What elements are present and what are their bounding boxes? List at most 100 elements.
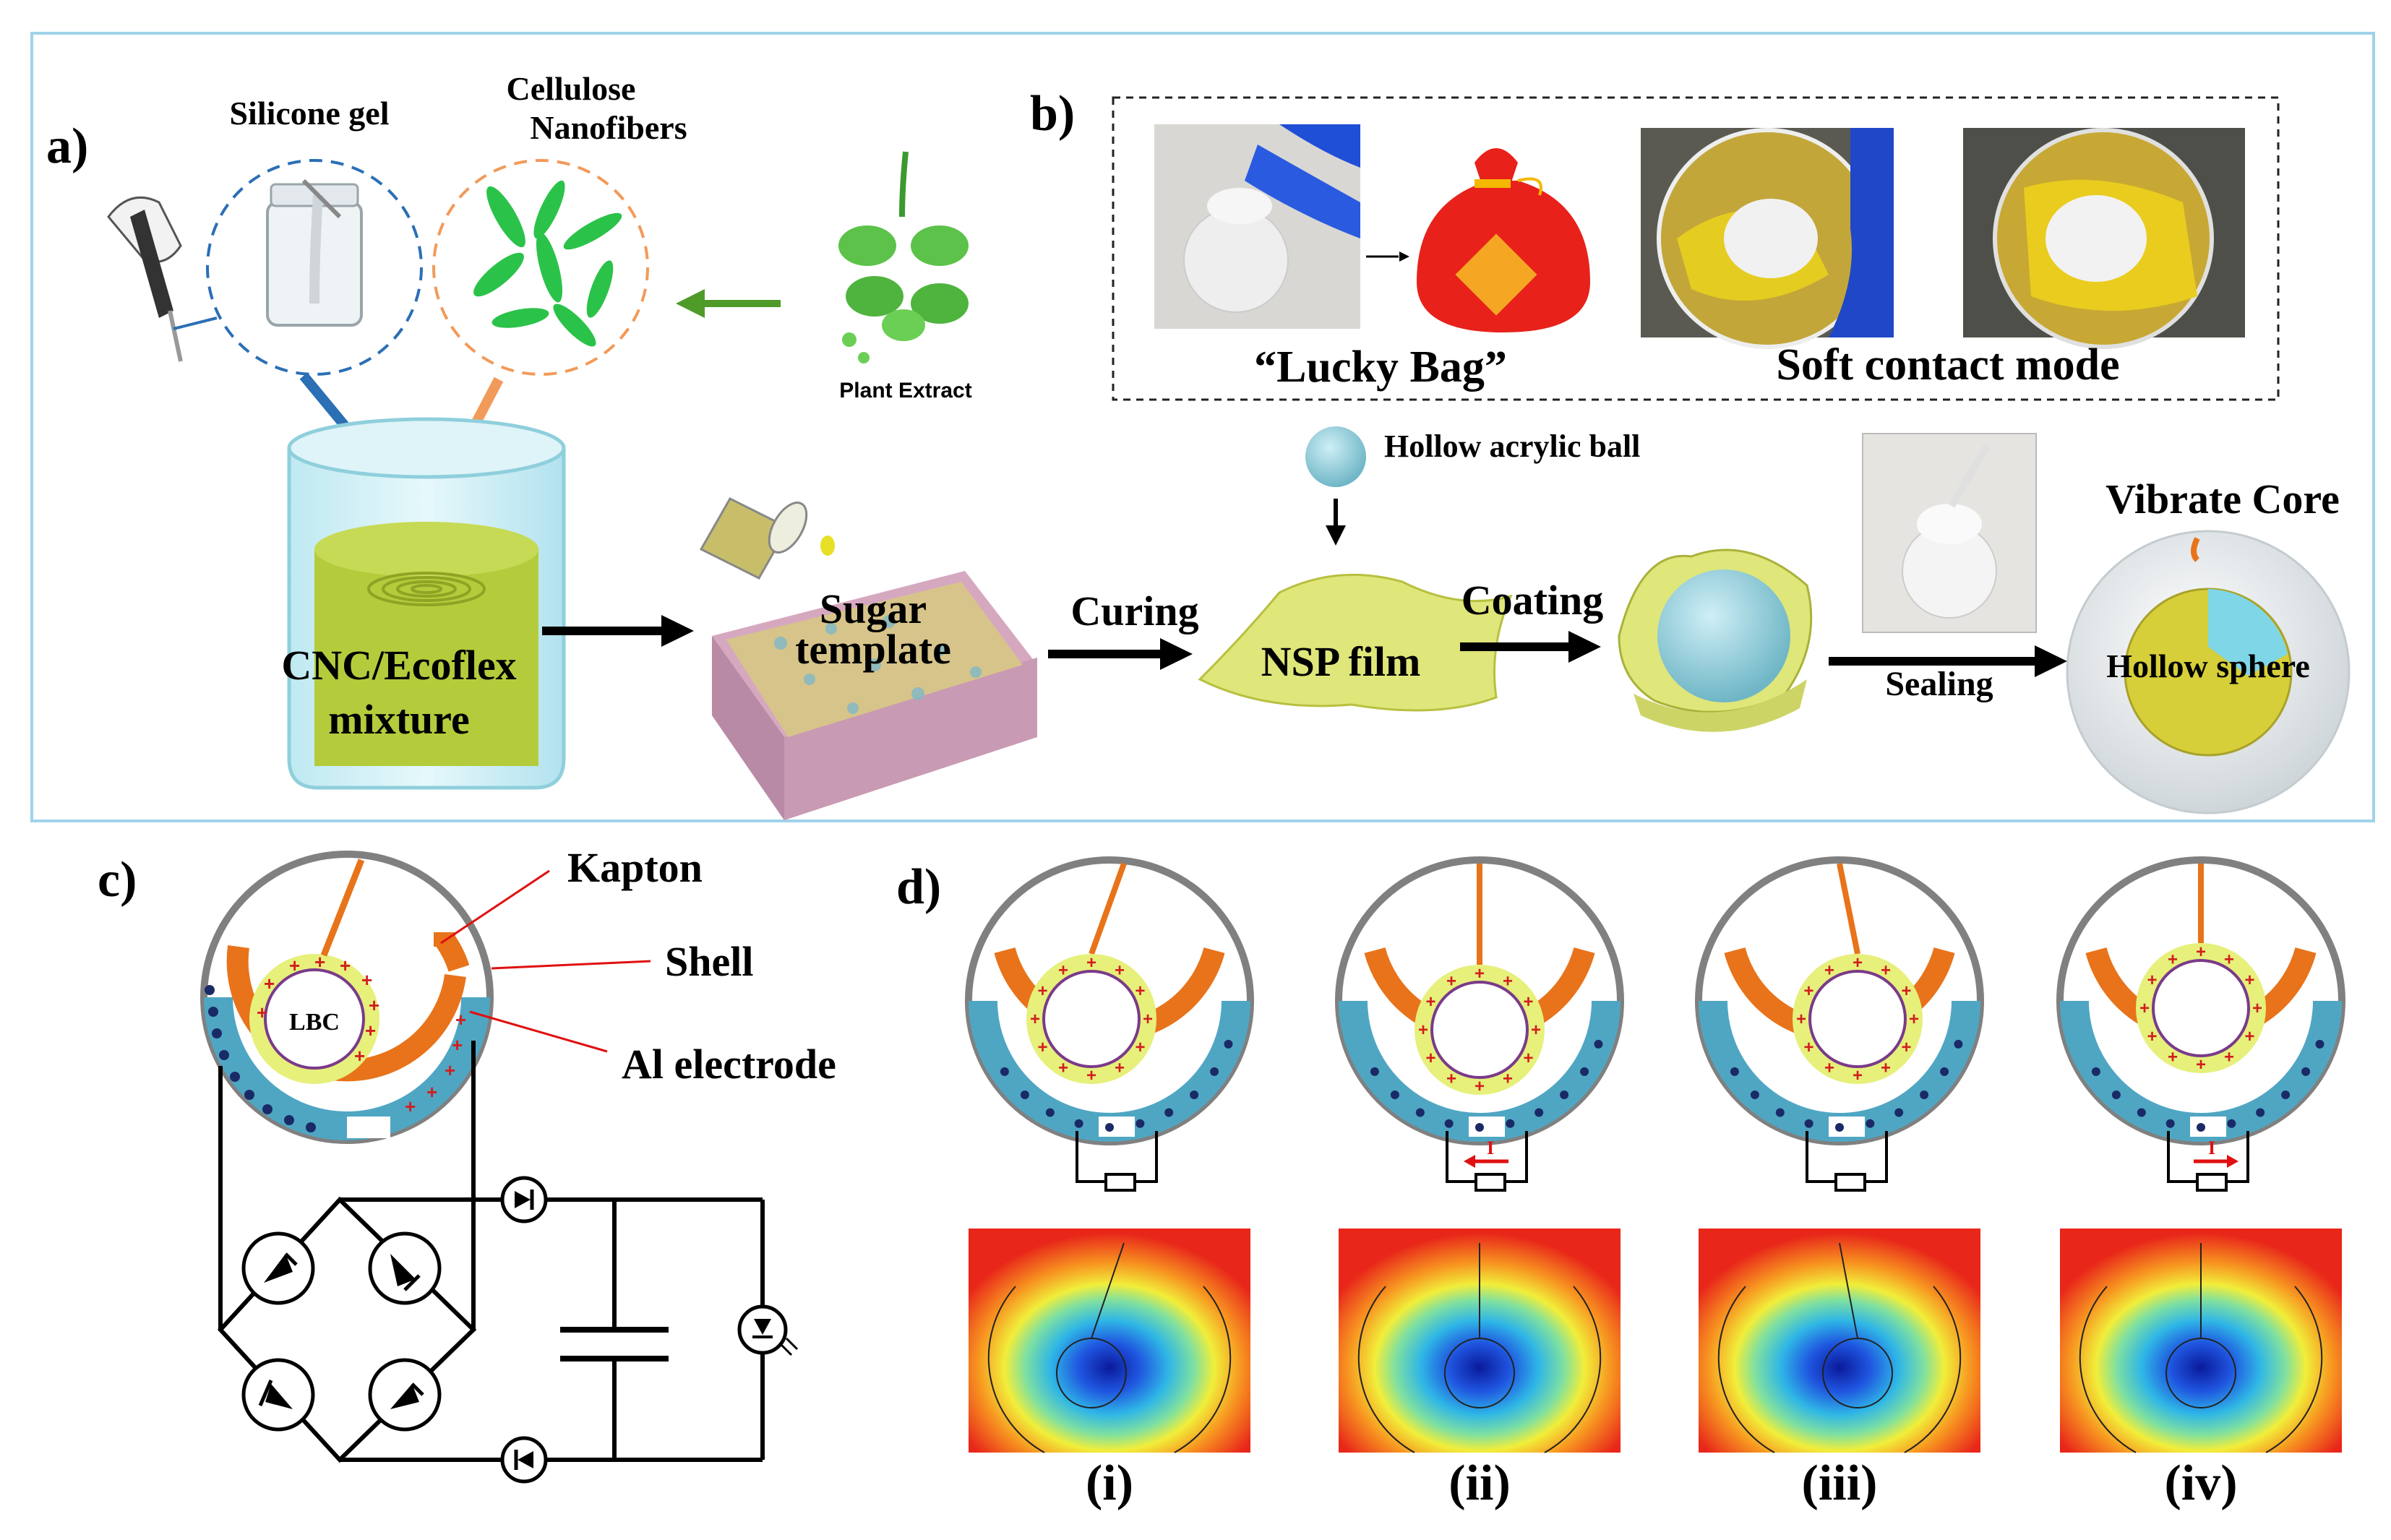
nsp-film-shape (1198, 573, 1513, 712)
device-state-3: ++++++++++++ (1695, 856, 1984, 1453)
svg-text:+: + (365, 1020, 376, 1041)
svg-text:+: + (257, 1002, 267, 1023)
svg-text:+: + (2196, 1055, 2206, 1075)
svg-text:+: + (354, 1045, 365, 1067)
shell-label: Shell (665, 938, 754, 985)
electrode-pointer (469, 1010, 608, 1053)
svg-text:+: + (1474, 964, 1485, 984)
kapton-pointer (440, 869, 550, 945)
coating-label: Coating (1461, 577, 1604, 624)
svg-text:+: + (1853, 953, 1863, 973)
silicone-jar-icon (266, 178, 363, 327)
svg-text:+: + (1909, 1010, 1919, 1029)
svg-text:+: + (1418, 1020, 1428, 1040)
current-label: I (2208, 1137, 2215, 1158)
sugar-label-line2: template (795, 626, 951, 673)
svg-text:+: + (1425, 992, 1435, 1012)
mixture-label-line1: CNC/Ecoflex (281, 642, 516, 689)
hollow-sphere-label: Hollow sphere (2106, 648, 2310, 684)
device-state-1: ++++++++++++ (965, 856, 1254, 1453)
svg-text:+: + (1902, 1038, 1912, 1057)
svg-text:+: + (2224, 1048, 2234, 1067)
svg-text:+: + (1115, 1059, 1125, 1078)
lbc-label: LBC (289, 1009, 340, 1036)
svg-text:+: + (405, 1096, 416, 1117)
svg-text:+: + (2168, 950, 2178, 969)
panel-ab-frame (30, 32, 2375, 822)
plant-extract-icon (838, 151, 969, 364)
plant-extract-label: Plant Extract (839, 379, 971, 403)
svg-text:+: + (445, 1059, 455, 1081)
svg-text:+: + (2147, 1027, 2157, 1046)
cellulose-label-line1: Cellulose (507, 70, 636, 107)
cellulose-fibers-icon (473, 180, 622, 347)
acrylic-ball-icon (1305, 426, 1366, 487)
lucky-bag-label: “Lucky Bag” (1254, 343, 1507, 392)
svg-text:+: + (1881, 1059, 1891, 1078)
svg-text:+: + (1086, 1066, 1096, 1085)
panel-b-box (1112, 96, 2280, 401)
svg-text:+: + (1446, 1070, 1456, 1089)
svg-text:+: + (1881, 960, 1891, 980)
panel-d-states: ++++++++++++++++++++++++I+++++++++++++++… (965, 856, 2345, 1453)
svg-text:+: + (1531, 1020, 1541, 1040)
svg-text:+: + (1503, 1070, 1513, 1089)
potential-map-1 (969, 1229, 1250, 1453)
sugar-label-line1: Sugar (820, 585, 927, 632)
svg-text:+: + (426, 1081, 437, 1103)
svg-text:+: + (1524, 1049, 1534, 1068)
lucky-bag-icon (1417, 148, 1590, 332)
device-state-2: ++++++++++++I (1335, 856, 1624, 1453)
state-label-ii: (ii) (1448, 1455, 1511, 1511)
svg-text:+: + (2252, 999, 2262, 1018)
svg-text:+: + (1803, 981, 1813, 1001)
hollow-ball-label: Hollow acrylic ball (1384, 429, 1640, 464)
svg-text:+: + (1902, 981, 1912, 1001)
svg-text:+: + (340, 955, 351, 976)
vibrate-core-label: Vibrate Core (2105, 476, 2340, 522)
svg-text:+: + (2245, 1027, 2255, 1046)
svg-text:+: + (1796, 1010, 1806, 1029)
cellulose-label-line2: Nanofibers (530, 109, 687, 146)
svg-text:+: + (1824, 960, 1834, 980)
svg-text:+: + (1058, 960, 1068, 980)
svg-text:+: + (369, 994, 379, 1016)
svg-text:+: + (2168, 1048, 2178, 1067)
svg-text:+: + (1446, 971, 1456, 991)
svg-text:+: + (2224, 950, 2234, 969)
device-cross-section-c: +++ ++ +++ +++ +++ (200, 851, 494, 1144)
svg-text:+: + (2139, 999, 2150, 1018)
svg-text:+: + (1474, 1077, 1485, 1096)
svg-text:+: + (1086, 953, 1096, 973)
svg-text:+: + (1115, 960, 1125, 980)
svg-text:+: + (2196, 942, 2206, 962)
coated-ball-icon (1618, 549, 1813, 732)
nsp-film-label: NSP film (1261, 638, 1421, 685)
svg-text:+: + (1425, 1049, 1435, 1068)
svg-text:+: + (314, 951, 325, 973)
silicone-gel-label: Silicone gel (229, 95, 389, 132)
panel-d-label: d) (896, 859, 941, 915)
current-label: I (1487, 1137, 1494, 1158)
state-label-i: (i) (1086, 1455, 1133, 1511)
diode-symbols (258, 1190, 799, 1470)
diode-bridge-icons (241, 1176, 788, 1484)
panel-c-label: c) (98, 852, 137, 908)
shell-pointer (491, 960, 651, 970)
svg-text:+: + (1037, 1038, 1047, 1057)
sealing-label: Sealing (1885, 665, 1993, 703)
svg-text:+: + (264, 973, 275, 994)
svg-text:+: + (1503, 971, 1513, 991)
svg-text:+: + (1824, 1059, 1834, 1078)
curing-label: Curing (1070, 588, 1198, 635)
svg-text:+: + (455, 1009, 466, 1031)
device-state-4: ++++++++++++I (2056, 856, 2345, 1453)
panel-b-label: b) (1030, 86, 1075, 142)
potential-map-3 (1699, 1229, 1980, 1453)
state-label-iv: (iv) (2164, 1455, 2237, 1511)
soft-contact-label: Soft contact mode (1776, 340, 2119, 390)
svg-text:+: + (1853, 1066, 1863, 1085)
pour-cup-icon (699, 497, 835, 580)
state-label-iii: (iii) (1802, 1455, 1878, 1511)
